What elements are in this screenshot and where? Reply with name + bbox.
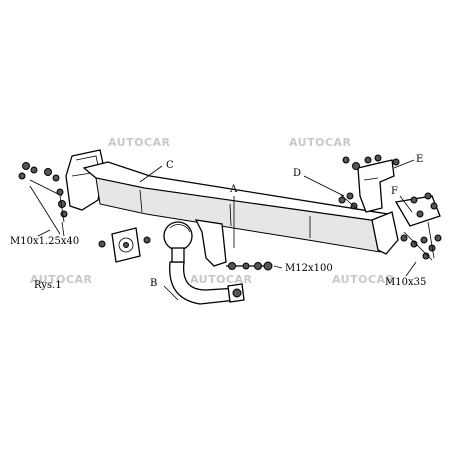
watermark-bottom-right: AUTOCAR [332, 273, 395, 286]
watermark-bottom-left: AUTOCAR [30, 273, 93, 286]
label-f: F [391, 186, 398, 197]
figure-caption: Rys.1 [34, 280, 62, 291]
watermark-top-right: AUTOCAR [289, 136, 352, 149]
bolt-label-center: M12x100 [285, 263, 333, 274]
tow-ball [163, 221, 193, 263]
label-a: A [229, 184, 238, 195]
main-cross-beam [82, 161, 399, 255]
right-lower-bracket [394, 192, 442, 261]
watermark-bottom-center: AUTOCAR [190, 273, 253, 286]
center-bolt-assembly [226, 261, 273, 271]
label-c: C [166, 160, 174, 171]
left-bolt-stack [18, 162, 68, 237]
label-d: D [293, 168, 301, 179]
bolt-label-right: M10x35 [385, 277, 426, 288]
label-b: B [150, 278, 157, 289]
socket-plate [98, 227, 151, 263]
label-e: E [416, 154, 423, 165]
right-mounting-bracket [338, 154, 400, 213]
tow-ball-arm [169, 219, 245, 305]
leader-lines [37, 159, 417, 301]
bolt-label-left: M10x1.25x40 [10, 236, 79, 247]
watermark-top-left: AUTOCAR [108, 136, 171, 149]
